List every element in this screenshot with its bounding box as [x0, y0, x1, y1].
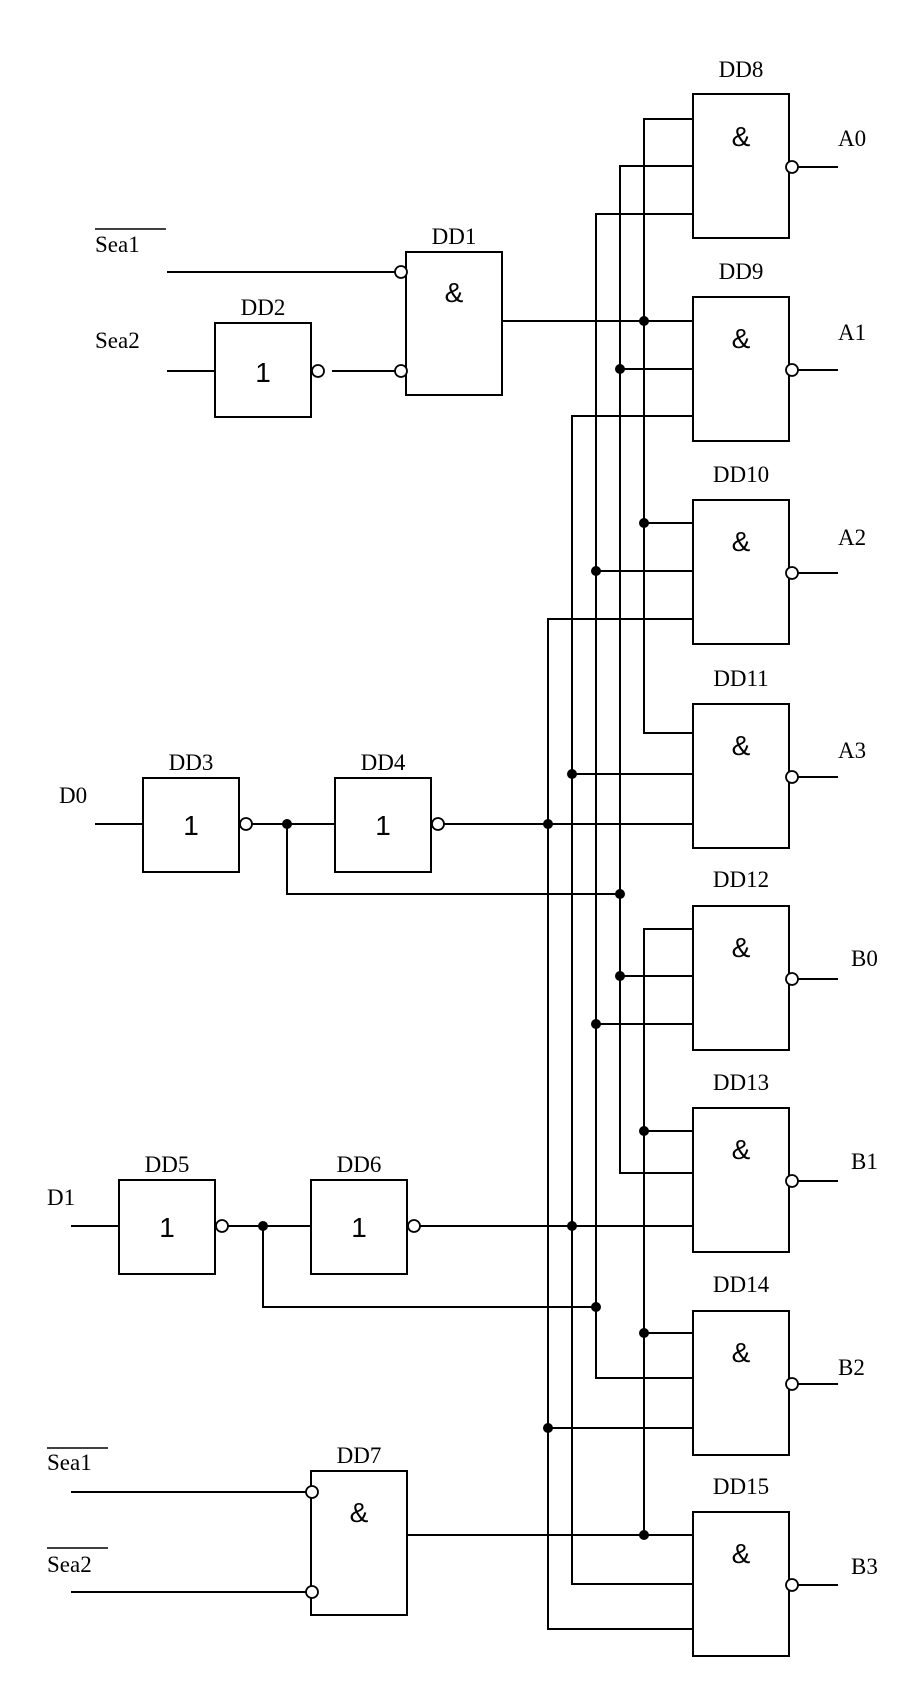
- inversion-bubble: [305, 1585, 319, 1599]
- inversion-bubble: [785, 160, 799, 174]
- junction-dot: [543, 819, 553, 829]
- gate-dd3: DD3 1: [142, 750, 253, 873]
- output-label-a0: A0: [838, 126, 866, 151]
- junction-dot: [567, 769, 577, 779]
- gate-dd6: DD6 1: [310, 1152, 421, 1275]
- gate-dd1: DD1 &: [394, 224, 503, 396]
- input-label-d0: D0: [59, 783, 87, 808]
- input-label-sea2-bottom: Sea2: [47, 1552, 92, 1577]
- gate-label-dd12: DD12: [713, 867, 769, 892]
- junction-dot: [591, 1019, 601, 1029]
- inversion-bubble: [239, 817, 253, 831]
- gate-dd7: DD7 &: [305, 1443, 408, 1616]
- output-label-b3: B3: [851, 1554, 878, 1579]
- gate-label-dd2: DD2: [241, 295, 286, 320]
- inversion-bubble: [785, 566, 799, 580]
- gate-dd13: DD13 &: [692, 1070, 799, 1253]
- inversion-bubble: [785, 1578, 799, 1592]
- gate-symbol-dd13: &: [732, 1134, 751, 1165]
- junction-dot: [258, 1221, 268, 1231]
- gate-dd9: DD9 &: [692, 259, 799, 442]
- input-label-sea1-bottom: Sea1: [47, 1450, 92, 1475]
- gate-dd2: DD2 1: [214, 295, 325, 418]
- junction-dot: [639, 1126, 649, 1136]
- input-label-sea2-top: Sea2: [95, 328, 140, 353]
- inversion-bubble: [785, 363, 799, 377]
- gate-dd14: DD14 &: [692, 1272, 799, 1456]
- gate-dd15: DD15 &: [692, 1474, 799, 1657]
- inversion-bubble: [785, 1377, 799, 1391]
- inversion-bubble: [785, 1174, 799, 1188]
- gate-symbol-dd7: &: [350, 1497, 369, 1528]
- gate-dd11: DD11 &: [692, 666, 799, 849]
- gate-symbol-dd15: &: [732, 1538, 751, 1569]
- junction-dot: [567, 1221, 577, 1231]
- inversion-bubble: [394, 364, 408, 378]
- junction-dot: [639, 1328, 649, 1338]
- gate-label-dd4: DD4: [361, 750, 406, 775]
- inversion-bubble: [394, 265, 408, 279]
- gate-symbol-dd8: &: [732, 121, 751, 152]
- output-label-a1: A1: [838, 320, 866, 345]
- gate-symbol-dd1: &: [445, 277, 464, 308]
- junction-dot: [639, 1530, 649, 1540]
- gate-symbol-dd10: &: [732, 526, 751, 557]
- junction-dot: [591, 566, 601, 576]
- junctions: [258, 316, 649, 1540]
- output-label-a2: A2: [838, 525, 866, 550]
- input-label-sea1-top: Sea1: [95, 232, 140, 257]
- inversion-bubble: [431, 817, 445, 831]
- gate-label-dd1: DD1: [432, 224, 477, 249]
- junction-dot: [639, 518, 649, 528]
- gate-label-dd13: DD13: [713, 1070, 769, 1095]
- gate-symbol-dd11: &: [732, 730, 751, 761]
- junction-dot: [591, 1302, 601, 1312]
- gate-dd4: DD4 1: [334, 750, 445, 873]
- gate-label-dd14: DD14: [713, 1272, 770, 1297]
- gate-symbol-dd5: 1: [159, 1212, 175, 1243]
- junction-dot: [639, 316, 649, 326]
- gate-label-dd3: DD3: [169, 750, 214, 775]
- gate-symbol-dd4: 1: [375, 810, 391, 841]
- inversion-bubble: [305, 1485, 319, 1499]
- junction-dot: [615, 971, 625, 981]
- gate-symbol-dd3: 1: [183, 810, 199, 841]
- inversion-bubble: [311, 364, 325, 378]
- gate-label-dd9: DD9: [719, 259, 764, 284]
- output-label-b1: B1: [851, 1149, 878, 1174]
- junction-dot: [615, 889, 625, 899]
- gate-symbol-dd14: &: [732, 1337, 751, 1368]
- output-label-b0: B0: [851, 946, 878, 971]
- junction-dot: [615, 364, 625, 374]
- inversion-bubble: [407, 1219, 421, 1233]
- gate-dd10: DD10 &: [692, 462, 799, 645]
- output-label-a3: A3: [838, 738, 866, 763]
- gate-label-dd10: DD10: [713, 462, 769, 487]
- gate-dd12: DD12 &: [692, 867, 799, 1051]
- inversion-bubble: [215, 1219, 229, 1233]
- gate-symbol-dd2: 1: [255, 357, 271, 388]
- input-label-d1: D1: [47, 1185, 75, 1210]
- gate-symbol-dd12: &: [732, 932, 751, 963]
- gate-label-dd15: DD15: [713, 1474, 769, 1499]
- junction-dot: [543, 1423, 553, 1433]
- junction-dot: [282, 819, 292, 829]
- gate-symbol-dd6: 1: [351, 1212, 367, 1243]
- inversion-bubble: [785, 770, 799, 784]
- inversion-bubble: [785, 972, 799, 986]
- gate-label-dd6: DD6: [337, 1152, 382, 1177]
- gate-dd8: DD8 &: [692, 57, 799, 239]
- gate-dd5: DD5 1: [118, 1152, 229, 1275]
- gate-label-dd8: DD8: [719, 57, 764, 82]
- gate-symbol-dd9: &: [732, 323, 751, 354]
- gate-label-dd7: DD7: [337, 1443, 382, 1468]
- output-label-b2: B2: [838, 1355, 865, 1380]
- gate-label-dd11: DD11: [713, 666, 768, 691]
- gate-label-dd5: DD5: [145, 1152, 190, 1177]
